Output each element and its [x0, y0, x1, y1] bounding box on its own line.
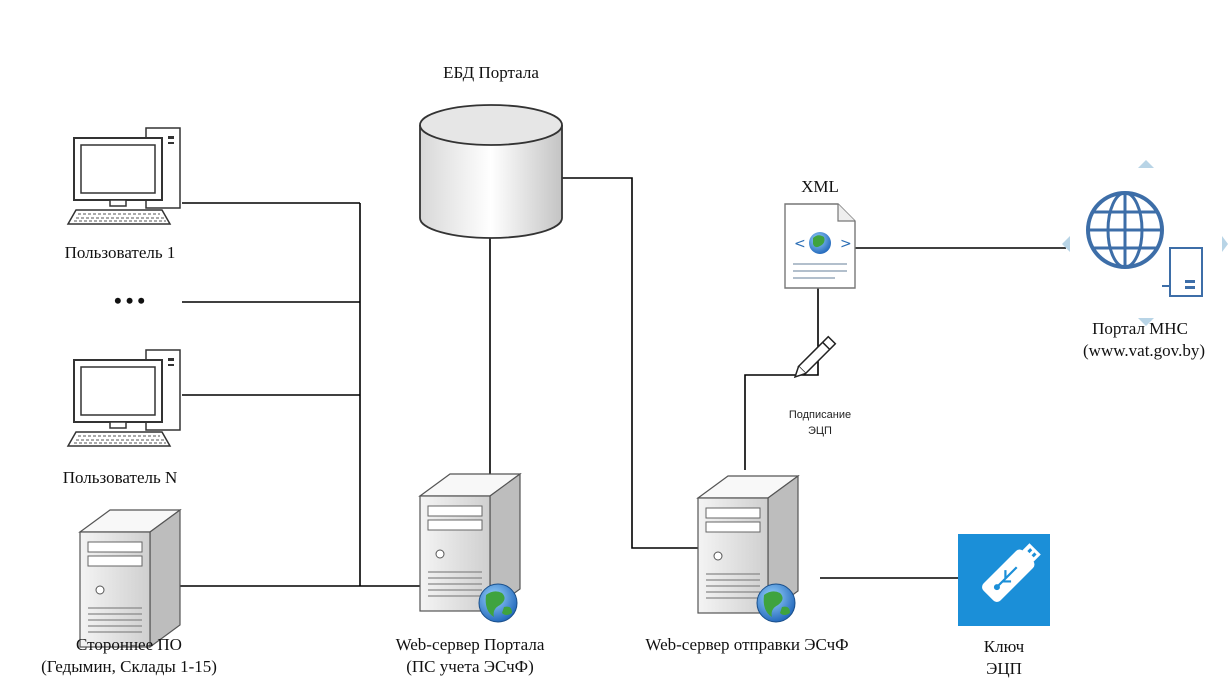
send-server-label: Web-сервер отправки ЭСчФ	[645, 635, 849, 654]
xml-document-icon: < >	[784, 203, 856, 289]
database-label: ЕБД Портала	[443, 63, 539, 82]
database-icon	[419, 104, 563, 239]
usb-key-icon	[958, 534, 1050, 626]
connection-lines	[180, 177, 1066, 587]
signing-label-line1: Подписание	[788, 409, 852, 421]
server-icon	[79, 509, 181, 648]
mns-portal-label-line2: (www.vat.gov.by)	[1083, 341, 1205, 360]
userN-label: Пользователь N	[62, 468, 178, 487]
user1-label: Пользователь 1	[64, 243, 176, 262]
key-label-line1: Ключ	[983, 637, 1025, 656]
svg-text:<: <	[794, 236, 806, 252]
desktop-computer-icon	[67, 127, 181, 225]
xml-label: XML	[801, 177, 839, 196]
portal-server-label-line1: Web-сервер Портала	[395, 635, 545, 654]
signing-label-line2: ЭЦП	[808, 425, 832, 437]
globe-badge-icon	[478, 583, 518, 623]
globe-network-icon	[1062, 160, 1228, 326]
pen-icon	[793, 335, 837, 379]
ellipsis: •••	[114, 288, 150, 313]
mns-portal-label-line1: Портал МНС	[1092, 319, 1188, 338]
portal-server-label-line2: (ПС учета ЭСчФ)	[406, 657, 534, 676]
third-party-label-line1: Стороннее ПО	[76, 635, 182, 654]
globe-badge-icon	[756, 583, 796, 623]
desktop-computer-icon	[67, 349, 181, 447]
key-label-line2: ЭЦП	[986, 659, 1022, 678]
svg-text:>: >	[840, 236, 852, 252]
third-party-label-line2: (Гедымин, Склады 1-15)	[41, 657, 217, 676]
